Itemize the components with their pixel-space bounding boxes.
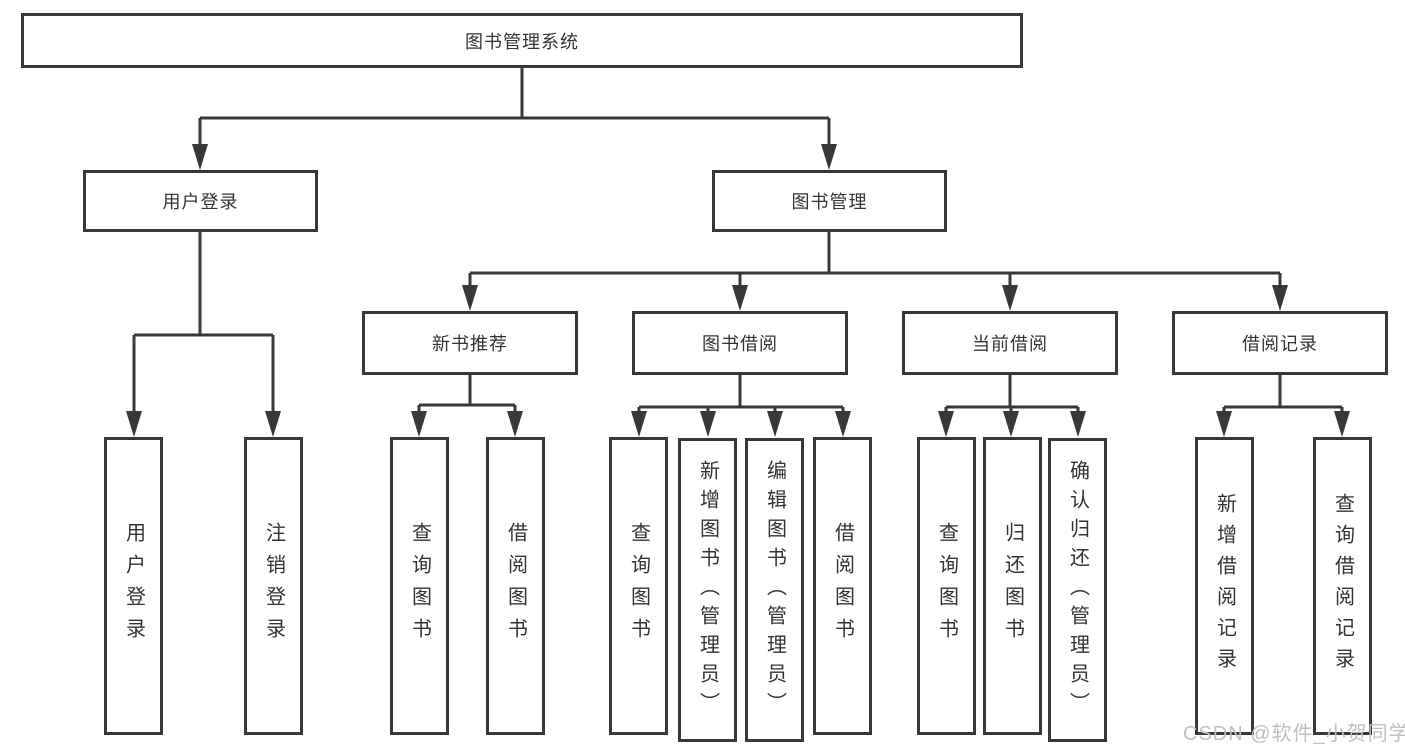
leaf-label: 借阅图书 (504, 522, 527, 650)
leaf-label: 查询借阅记录 (1331, 493, 1354, 679)
leaf-label: 归还图书 (1001, 522, 1024, 650)
leaf-add-books-admin: 新增图书（管理员） (678, 438, 737, 742)
node-user-login: 用户登录 (83, 170, 318, 232)
leaf-label: 借阅图书 (831, 522, 854, 650)
node-library-management-system: 图书管理系统 (21, 13, 1023, 68)
leaf-borrow-books-borrowing: 借阅图书 (813, 437, 872, 735)
leaf-label: 新增图书（管理员） (696, 459, 719, 721)
leaf-query-books-recommend: 查询图书 (390, 437, 449, 735)
leaf-return-books: 归还图书 (983, 437, 1042, 735)
leaf-label: 查询图书 (408, 522, 431, 650)
leaf-label: 注销登录 (262, 522, 285, 650)
leaf-logout-login: 注销登录 (244, 437, 303, 735)
leaf-user-login: 用户登录 (104, 437, 163, 735)
leaf-label: 查询图书 (627, 522, 650, 650)
leaf-query-borrow-record: 查询借阅记录 (1313, 437, 1372, 735)
node-book-borrowing: 图书借阅 (632, 311, 848, 375)
leaf-query-books-borrowing: 查询图书 (609, 437, 668, 735)
arrowhead-icons (126, 144, 1350, 437)
watermark-text: CSDN @软件_小贺同学 (1183, 723, 1405, 745)
leaf-confirm-return-admin: 确认归还（管理员） (1048, 438, 1107, 742)
node-borrowing-records: 借阅记录 (1172, 311, 1388, 375)
leaf-label: 查询图书 (935, 522, 958, 650)
node-new-book-recommendation: 新书推荐 (362, 311, 578, 375)
node-book-management: 图书管理 (712, 170, 947, 232)
leaf-add-borrow-record: 新增借阅记录 (1195, 437, 1254, 735)
leaf-query-books-current: 查询图书 (917, 437, 976, 735)
leaf-label: 确认归还（管理员） (1066, 459, 1089, 721)
leaf-edit-books-admin: 编辑图书（管理员） (745, 438, 804, 742)
leaf-borrow-books-recommend: 借阅图书 (486, 437, 545, 735)
leaf-label: 新增借阅记录 (1213, 493, 1236, 679)
node-current-borrowing: 当前借阅 (902, 311, 1118, 375)
leaf-label: 用户登录 (122, 522, 145, 650)
leaf-label: 编辑图书（管理员） (763, 459, 786, 721)
